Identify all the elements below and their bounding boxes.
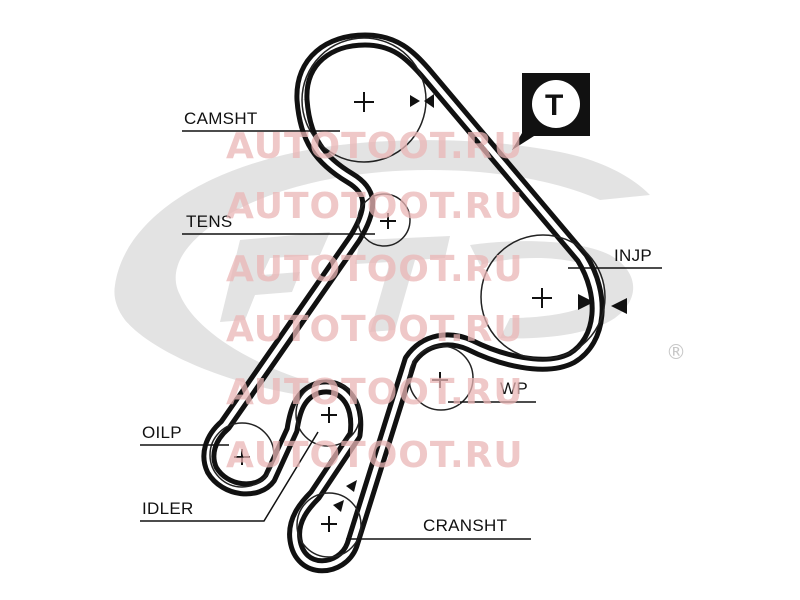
watermark-text: AUTOTOOT.RU xyxy=(226,309,524,350)
idler-center-icon xyxy=(321,407,337,423)
watermark: AUTOTOOT.RU AUTOTOOT.RU AUTOTOOT.RU AUTO… xyxy=(226,126,524,476)
timing-marks xyxy=(333,94,627,512)
idler-label: IDLER xyxy=(142,499,194,518)
leader-lines xyxy=(140,130,662,540)
camsht-label: CAMSHT xyxy=(184,109,258,128)
logo-letter-shape xyxy=(220,232,330,322)
watermark-text: AUTOTOOT.RU xyxy=(226,435,524,476)
belt-inner xyxy=(206,37,600,569)
wp-label: WP xyxy=(500,379,528,398)
pulleys xyxy=(209,37,606,558)
watermark-text: AUTOTOOT.RU xyxy=(226,186,524,227)
crankshaft-pulley xyxy=(296,492,362,558)
oil-pump-center-icon xyxy=(234,449,250,465)
logo-swoosh xyxy=(114,140,650,395)
camshaft-center-icon xyxy=(354,92,374,112)
crankshaft-mark-icon xyxy=(346,480,357,492)
oil-pump-pulley xyxy=(209,422,275,488)
pulley-centers xyxy=(234,92,552,532)
camshaft-mark-icon-2 xyxy=(424,94,434,108)
watermark-text: AUTOTOOT.RU xyxy=(226,249,524,290)
injection-pump-mark-icon xyxy=(578,294,594,310)
water-pump-center-icon xyxy=(432,372,448,388)
registered-mark: ® xyxy=(666,340,686,364)
crankshaft-center-icon xyxy=(321,516,337,532)
injp-label: INJP xyxy=(614,246,652,265)
watermark-text: AUTOTOOT.RU xyxy=(226,372,524,413)
idler-pulley xyxy=(295,381,361,447)
badge-circle xyxy=(532,80,580,128)
badge-letter: T xyxy=(545,89,563,122)
oilp-label: OILP xyxy=(142,423,182,442)
crankshaft-mark-icon-2 xyxy=(333,500,344,512)
timing-belt xyxy=(201,32,605,574)
camshaft-mark-icon xyxy=(410,95,420,107)
tensioner-center-icon xyxy=(380,213,396,229)
injection-pump-mark-icon-2 xyxy=(611,298,627,314)
tens-label: TENS xyxy=(186,212,233,231)
water-pump-pulley xyxy=(408,345,474,411)
cransht-label: CRANSHT xyxy=(423,516,507,535)
idler-leader xyxy=(140,431,319,522)
watermark-text: AUTOTOOT.RU xyxy=(226,126,524,167)
logo-letter-shape-2 xyxy=(355,236,450,332)
tensioner-pulley xyxy=(357,193,411,247)
tensioner-badge: T xyxy=(512,73,590,150)
injection-pump-pulley xyxy=(480,234,606,360)
component-labels: CAMSHT TENS INJP WP OILP IDLER CRANSHT xyxy=(142,109,652,535)
injection-pump-center-icon xyxy=(532,288,552,308)
